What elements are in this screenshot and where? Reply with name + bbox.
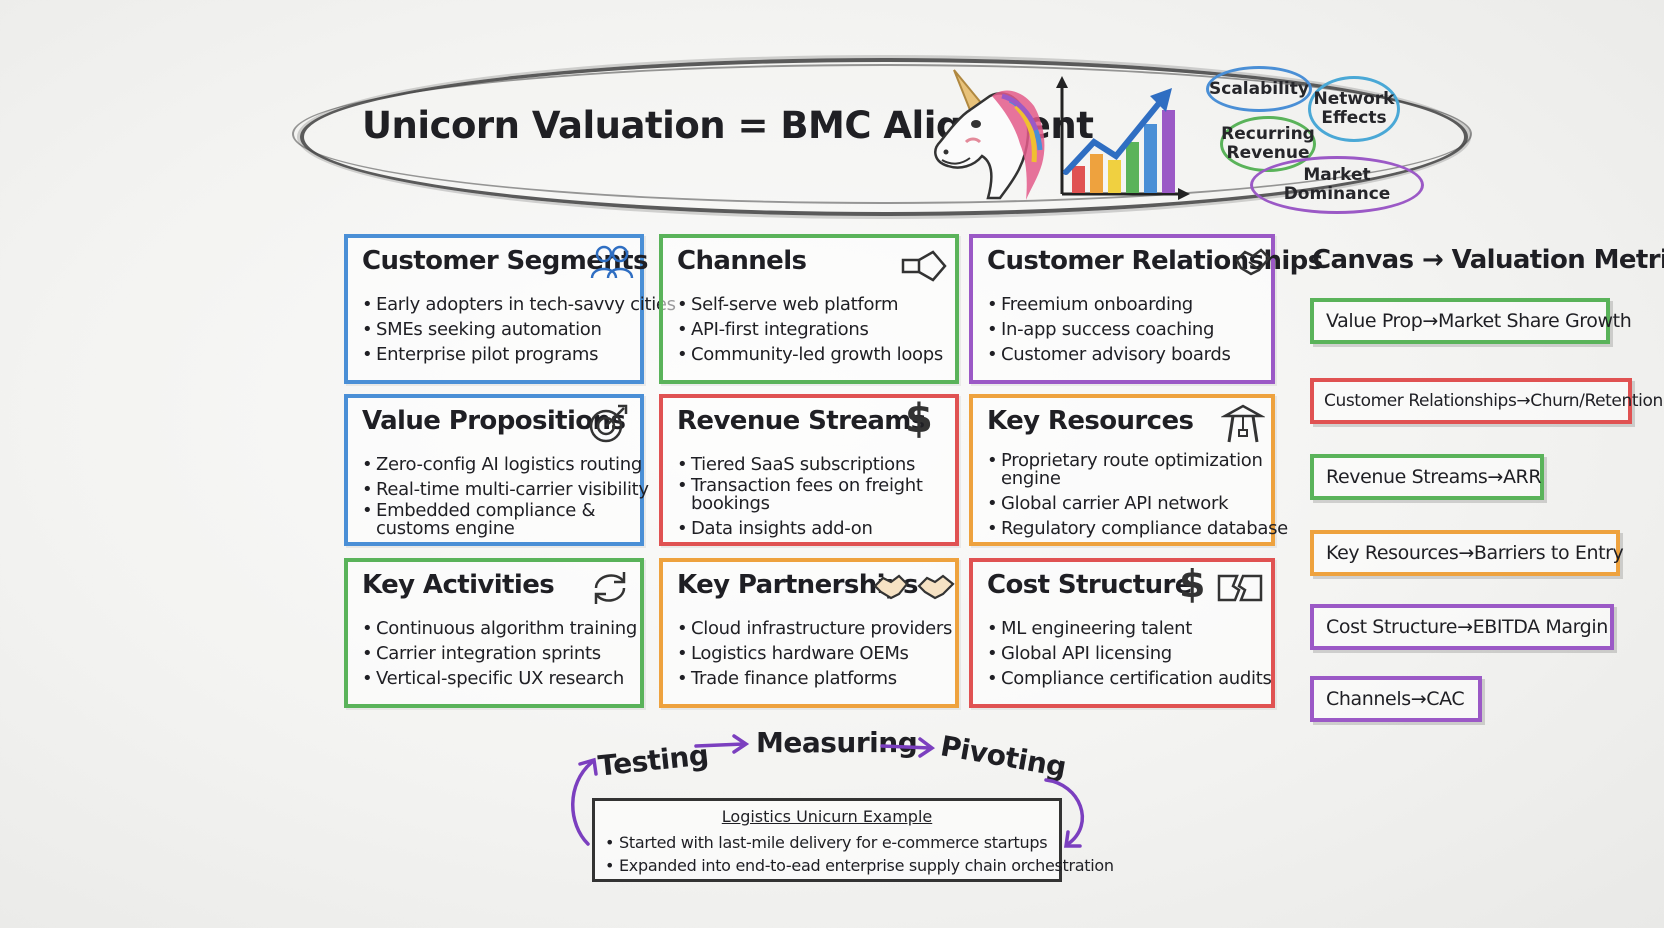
metric-key-resources: Key Resources→Barriers to Entry [1310, 530, 1624, 576]
target-icon [589, 404, 628, 443]
metric-revenue-streams: Revenue Streams→ARR [1310, 454, 1544, 500]
people-icon [590, 245, 634, 279]
box-key-activities: Key Activities Continuous algorithm trai… [344, 558, 644, 708]
list-item: Zero-config AI logistics routing [360, 452, 650, 477]
cost-structure-title: Cost Structure [987, 570, 1192, 600]
list-item: Global API licensing [985, 641, 1275, 666]
revenue-streams-title: Revenue Streams [677, 406, 926, 436]
list-item: Global carrier API network [985, 491, 1275, 516]
box-customer-segments: Customer Segments Early adopters in tech… [344, 234, 676, 384]
list-item: Enterprise pilot programs [360, 342, 650, 367]
list-item: Self-serve web platform [675, 292, 965, 317]
handshake-icon [873, 574, 955, 600]
list-item: Started with last-mile delivery for e-co… [605, 831, 1114, 854]
list-item: Regulatory compliance database [985, 516, 1288, 541]
list-item: Expanded into end-to-ead enterprise supp… [605, 854, 1114, 877]
list-item: Proprietary route optimization engine [985, 452, 1275, 488]
crane-icon [1221, 404, 1265, 443]
box-key-resources: Key Resources Proprietary route optimiza… [969, 394, 1288, 546]
list-item: ML engineering talent [985, 616, 1275, 641]
key-resources-title: Key Resources [987, 406, 1194, 436]
title-oval-outline [292, 64, 1472, 204]
list-item: Data insights add-on [675, 516, 965, 541]
box-customer-relationships: Customer Relationships Freemium onboardi… [969, 234, 1323, 384]
box-key-partnerships: Key Partnerships Cloud infrastructure pr… [659, 558, 959, 708]
box-value-propositions: Value Propositions Zero-config AI logist… [344, 394, 649, 546]
cycle-icon [594, 572, 626, 604]
bubble-scalability: Scalability [1206, 66, 1312, 112]
list-item: Carrier integration sprints [360, 641, 650, 666]
dollar-icon: $ [905, 396, 933, 442]
metric-customer-relationships: Customer Relationships→Churn/Retention [1310, 378, 1663, 424]
list-item: API-first integrations [675, 317, 965, 342]
list-item: Transaction fees on freight bookings [675, 477, 965, 513]
list-item: Vertical-specific UX research [360, 666, 650, 691]
metric-cost-structure: Cost Structure→EBITDA Margin [1310, 604, 1614, 650]
list-item: Community-led growth loops [675, 342, 965, 367]
bubble-market-dominance: Market Dominance [1250, 156, 1424, 214]
growth-chart-icon [1056, 76, 1190, 200]
list-item: SMEs seeking automation [360, 317, 650, 342]
list-item: Trade finance platforms [675, 666, 965, 691]
broken-money-icon [1217, 574, 1263, 602]
example-title: Logistics Unicurn Example [721, 807, 933, 826]
key-activities-title: Key Activities [362, 570, 555, 600]
list-item: Freemium onboarding [985, 292, 1275, 317]
list-item: Real-time multi-carrier visibility [360, 477, 650, 502]
box-channels: Channels Self-serve web platform API-fir… [659, 234, 959, 384]
list-item: Cloud infrastructure providers [675, 616, 965, 641]
list-item: In-app success coaching [985, 317, 1275, 342]
box-cost-structure: Cost Structure $ ML engineering talent G… [969, 558, 1275, 708]
list-item: Embedded compliance & customs engine [360, 502, 650, 538]
cycle-step-measuring: Measuring [756, 726, 918, 759]
handshake-icon [1235, 248, 1271, 276]
megaphone-icon [901, 250, 947, 282]
customer-relationships-title: Customer Relationships [987, 246, 1323, 276]
metric-channels: Channels→CAC [1310, 676, 1482, 722]
dollar-icon: $ [1179, 562, 1206, 606]
metrics-title: Canvas → Valuation Metrics [1312, 245, 1664, 275]
metric-value-prop: Value Prop→Market Share Growth [1310, 298, 1632, 344]
list-item: Early adopters in tech-savvy cities [360, 292, 676, 317]
example-box: Logistics Unicurn Example Started with l… [592, 798, 1114, 882]
list-item: Customer advisory boards [985, 342, 1275, 367]
list-item: Tiered SaaS subscriptions [675, 452, 965, 477]
channels-title: Channels [677, 246, 807, 276]
list-item: Compliance certification audits [985, 666, 1275, 691]
list-item: Continuous algorithm training [360, 616, 650, 641]
value-propositions-title: Value Propositions [362, 406, 626, 436]
bubble-network-effects: Network Effects [1308, 76, 1400, 142]
box-revenue-streams: Revenue Streams $ Tiered SaaS subscripti… [659, 394, 959, 546]
list-item: Logistics hardware OEMs [675, 641, 965, 666]
unicorn-icon [934, 69, 1045, 200]
